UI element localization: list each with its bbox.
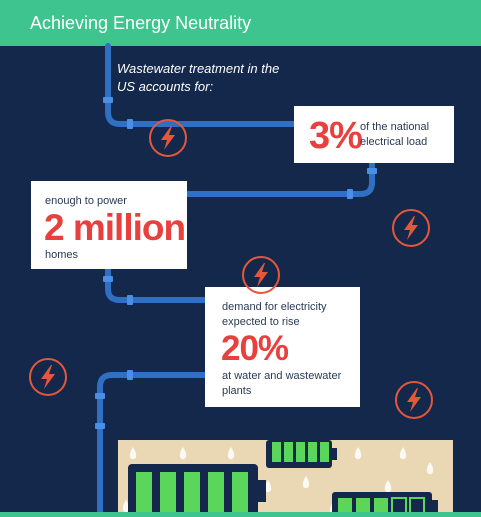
water-drop-icon	[302, 476, 310, 489]
water-drop-icon	[384, 480, 392, 493]
battery-illustration	[122, 440, 438, 517]
pipe-joint	[127, 370, 133, 380]
lightning-bolt-icon	[392, 209, 430, 247]
water-drop-icon	[354, 447, 362, 460]
stat-value: 2 million	[44, 207, 186, 248]
water-drop-icon	[426, 462, 434, 475]
stat-prefix: demand for electricity expected to rise	[222, 301, 327, 328]
page-title: Achieving Energy Neutrality	[30, 13, 252, 33]
battery-icon	[266, 440, 337, 468]
water-drop-icon	[264, 480, 272, 493]
battery-icon	[332, 492, 438, 517]
header-bar: Achieving Energy Neutrality	[0, 0, 481, 46]
stat-card-national-load: 3% of the national electrical load	[294, 106, 454, 163]
stat-card-demand: demand for electricity expected to rise …	[205, 287, 360, 407]
water-drop-icon	[122, 500, 130, 513]
lightning-bolt-icon	[149, 119, 187, 157]
water-drop-icon	[399, 447, 407, 460]
pipe-joint	[127, 119, 133, 129]
pipe-joint	[95, 423, 105, 429]
lightning-bolt-icon	[29, 358, 67, 396]
pipe-joint	[103, 276, 113, 282]
stat-card-homes: enough to power 2 million homes	[31, 181, 187, 269]
stat-prefix: enough to power	[45, 195, 127, 207]
lightning-bolt-icon	[242, 256, 280, 294]
pipe-joint	[347, 189, 353, 199]
water-drop-icon	[129, 447, 137, 460]
battery-icon	[128, 464, 266, 517]
pipe-joint	[103, 97, 113, 103]
pipe-segment-1	[105, 43, 297, 127]
stat-description: of the national electrical load	[360, 121, 430, 148]
pipe-segment-4	[97, 372, 208, 517]
stat-value: 20%	[221, 329, 289, 368]
pipe-joint	[367, 168, 377, 174]
water-drop-icon	[227, 447, 235, 460]
stat-value: 3%	[309, 115, 363, 157]
pipe-segment-3	[105, 266, 208, 303]
intro-text: Wastewater treatment in the US accounts …	[117, 61, 280, 94]
battery-panel	[118, 440, 453, 517]
pipe-joint	[127, 295, 133, 305]
pipe-segment-2	[184, 160, 375, 197]
water-drop-icon	[179, 447, 187, 460]
lightning-bolt-icon	[395, 381, 433, 419]
pipe-joint	[95, 393, 105, 399]
stat-suffix: homes	[45, 249, 79, 261]
bottom-strip	[0, 512, 481, 517]
stat-suffix: at water and wastewater plants	[222, 370, 342, 397]
